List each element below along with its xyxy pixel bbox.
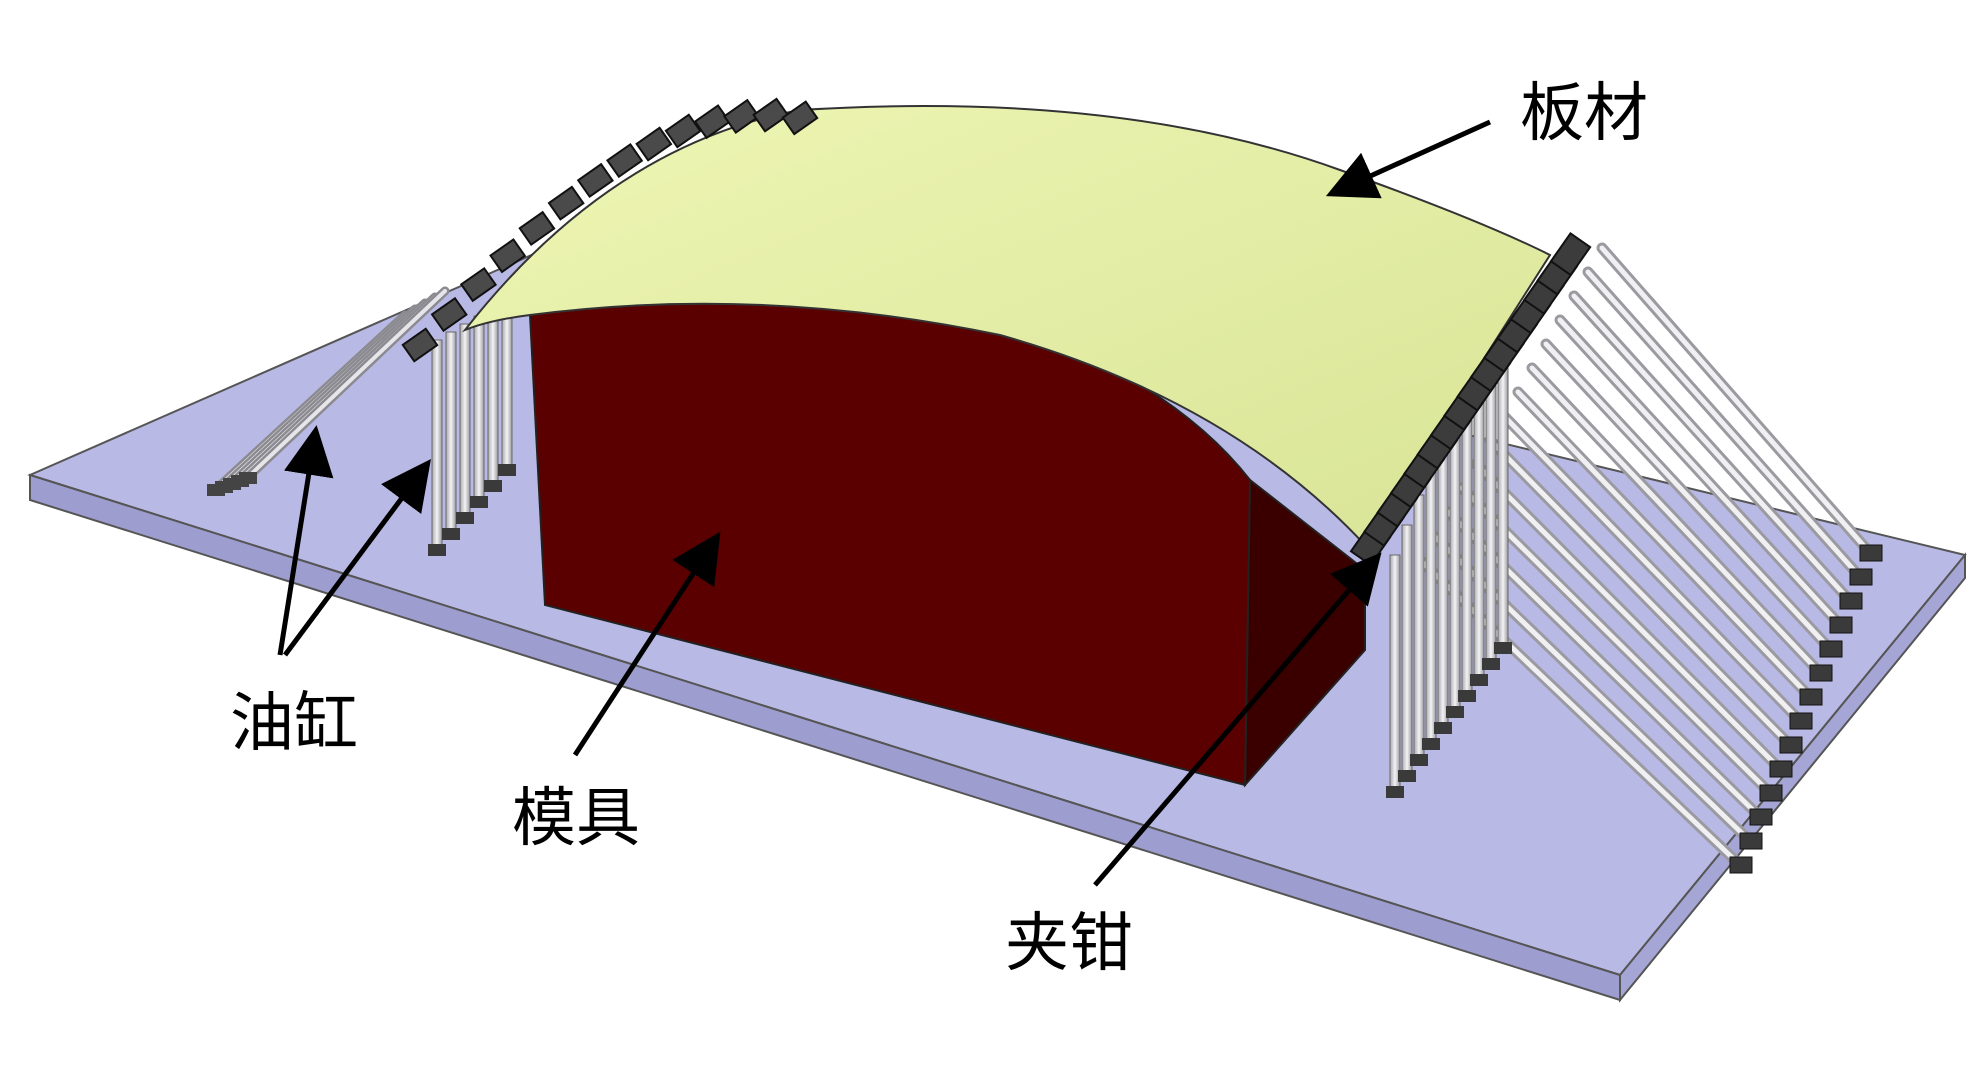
arrow-cylinder-2 [282,458,431,657]
leader-arrows [277,119,1492,887]
label-clamp: 夹钳 [1005,907,1133,981]
rod-foot [1410,754,1428,766]
hydraulic-cylinder-highlight [1557,317,1843,628]
vertical-rod [1449,404,1461,711]
cylinder-mount [1729,856,1753,874]
cylinder-mount [1789,712,1813,730]
rod-foot [470,496,488,508]
vertical-rod [1413,494,1425,759]
hydraulic-cylinder-highlight [1529,365,1823,676]
hydraulic-cylinder-highlight [1599,245,1873,556]
clamp-jaw [693,104,731,140]
vertical-rod [487,307,499,485]
clamp-jaw [781,100,819,136]
clamp-jaw [722,98,761,134]
rod-foot [1434,722,1452,734]
vertical-rod [459,323,471,517]
rod-foot [1494,642,1512,654]
cylinder-mount [1739,832,1763,850]
clamp-jaw [576,162,614,199]
vertical-rod [501,299,513,469]
vertical-rod [431,339,443,549]
hydraulic-cylinder-highlight [1473,461,1783,772]
hydraulic-cylinder-highlight [245,289,447,480]
rod-foot [1470,674,1488,686]
clamp-jaw [430,296,468,333]
left-cylinder-group [207,286,450,496]
vertical-rod [473,315,485,501]
hydraulic-cylinder-highlight [1585,269,1863,580]
label-die: 模具 [512,782,640,856]
label-sheet: 板材 [1520,77,1648,151]
cylinder-mount [1799,688,1823,706]
cylinder-mount [1839,592,1863,610]
cylinder-mount [1809,664,1833,682]
right-clamp-chain [1349,231,1592,567]
cylinder-mount [1819,640,1843,658]
rod-foot [1446,706,1464,718]
rod-foot [484,480,502,492]
rod-foot [456,512,474,524]
clamp-jaw [489,238,527,274]
hydraulic-cylinder-highlight [1487,437,1793,748]
hydraulic-cylinder-highlight [1515,389,1813,700]
cylinder-mount [1769,760,1793,778]
rod-foot [1398,770,1416,782]
label-cylinder: 油缸 [230,687,358,761]
vertical-rod [445,331,457,533]
clamp-jaw [547,185,585,221]
clamp-jaw [401,327,439,363]
hydraulic-cylinder-highlight [1417,557,1743,868]
rod-foot [498,464,516,476]
vertical-rod [1389,554,1401,791]
clamp-jaw [664,113,702,149]
hydraulic-cylinder-highlight [1501,413,1803,724]
vertical-rod [1425,464,1437,743]
rod-foot [442,528,460,540]
vertical-rod [1437,434,1449,727]
rod-foot [1482,658,1500,670]
clamp-jaw [606,142,644,179]
cylinder-mount [1829,616,1853,634]
clamp-jaw [518,210,556,247]
arrow-clamp [1093,552,1382,887]
clamp-jaw [459,266,498,303]
cylinder-mount [1859,544,1883,562]
hydraulic-cylinder-highlight [1543,341,1833,652]
rod-foot [1386,786,1404,798]
clamp-jaw [752,97,790,133]
rod-foot [1422,738,1440,750]
cylinder-mount [239,472,257,484]
rod-foot [1458,690,1476,702]
cylinder-mount [1749,808,1773,826]
cylinder-mount [1779,736,1803,754]
left-clamp-chain [401,97,819,363]
rod-foot [428,544,446,556]
arrow-sheet [1325,119,1492,199]
cylinder-mount [1849,568,1873,586]
cylinder-mount [1759,784,1783,802]
arrow-die [572,531,721,757]
hydraulic-cylinder-highlight [1459,485,1773,796]
hydraulic-cylinder-highlight [1571,293,1853,604]
clamp-jaw [1549,231,1592,277]
clamp-jaw [635,126,673,162]
arrow-cylinder-1 [277,425,334,656]
vertical-rod [1401,524,1413,775]
